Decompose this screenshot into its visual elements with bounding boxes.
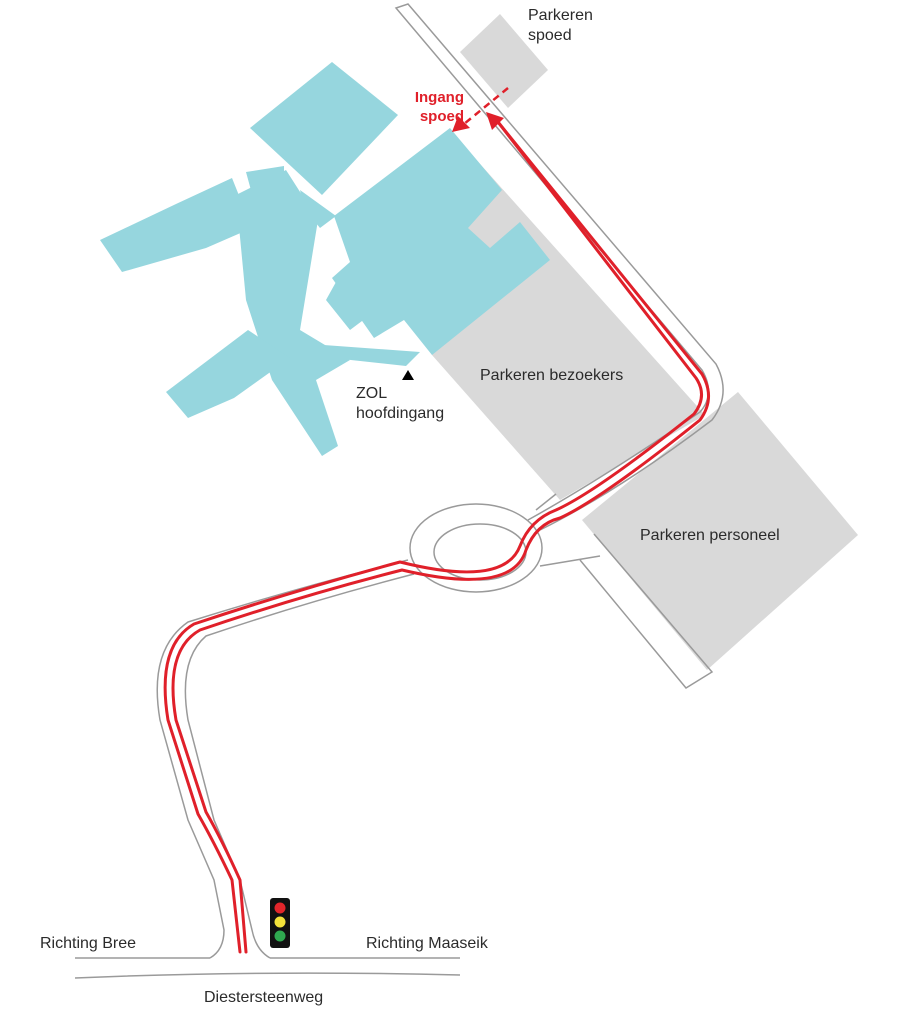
direction-bree-label: Richting Bree (40, 935, 137, 952)
direction-maaseik-label: Richting Maaseik (366, 935, 488, 952)
main-entrance-label: ZOL hoofdingang (356, 384, 444, 424)
parking-visitors-label: Parkeren bezoekers (480, 367, 624, 384)
parking-emergency-label-line2: spoed (528, 27, 572, 44)
street-label: Diestersteenweg (204, 989, 324, 1006)
main-entrance-label-line1: ZOL (356, 385, 388, 402)
parking-emergency-label: Parkeren spoed (528, 6, 593, 46)
route-arrow-icon (486, 112, 504, 130)
parking-emergency-label-line1: Parkeren (528, 7, 593, 24)
hospital-building (100, 62, 550, 456)
route-line (171, 120, 710, 954)
emergency-dashed-arrow (463, 87, 509, 125)
emergency-entrance-label-line1: Ingang (414, 89, 464, 106)
main-entrance-label-line2: hoofdingang (356, 405, 445, 422)
emergency-entrance-label: Ingang spoed (392, 88, 464, 126)
emergency-arrow-icon (452, 116, 470, 132)
parking-staff-label: Parkeren personeel (640, 527, 780, 544)
emergency-entrance-label-line2: spoed (419, 108, 464, 125)
parking-emergency-area (460, 14, 548, 108)
traffic-light-icon (270, 898, 290, 948)
route-line-inner (163, 120, 703, 954)
road-network (74, 3, 724, 979)
triangle-up-icon (402, 370, 414, 380)
